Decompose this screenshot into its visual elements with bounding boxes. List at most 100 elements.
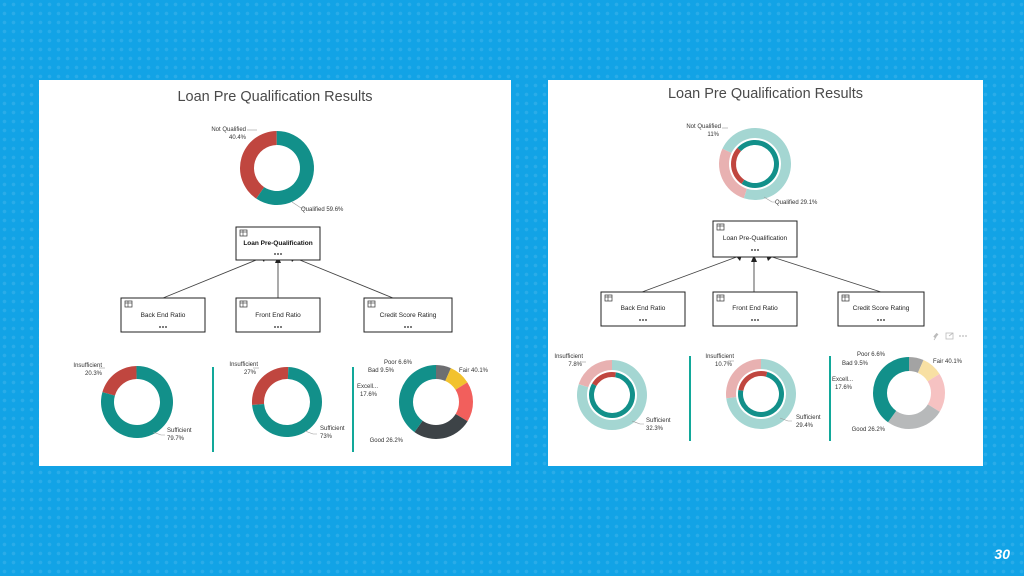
- tree-connector: [289, 255, 394, 299]
- slice-good[interactable]: [414, 413, 468, 440]
- excell-pct: 17.6%: [835, 385, 853, 391]
- more-options-icon[interactable]: [274, 253, 282, 255]
- insufficient-label: Insufficient: [229, 362, 258, 368]
- slice-qualified[interactable]: [256, 131, 314, 205]
- more-options-icon[interactable]: [159, 326, 167, 328]
- slice-insufficient[interactable]: [102, 366, 137, 396]
- tree-node-loan-pre-qualification[interactable]: Loan Pre-Qualification: [235, 226, 321, 261]
- more-options-icon[interactable]: [404, 326, 412, 328]
- table-icon: [239, 300, 248, 308]
- report-panel-left: Loan Pre Qualification Results Not Quali…: [39, 80, 511, 466]
- tree-node-back-end-ratio[interactable]: Back End Ratio: [120, 297, 206, 333]
- sufficient-label: Sufficient: [646, 418, 671, 424]
- slice-good[interactable]: [888, 404, 940, 429]
- table-icon: [124, 300, 133, 308]
- page-title: Loan Pre Qualification Results: [667, 86, 864, 102]
- slice-poor[interactable]: [909, 357, 924, 373]
- leader-line: [291, 201, 307, 209]
- highlight-ring-segment: [726, 359, 761, 399]
- more-options-icon[interactable]: [274, 326, 282, 328]
- tree-node-loan-pre-qualification[interactable]: Loan Pre-Qualification: [712, 220, 798, 258]
- more-options-icon[interactable]: [751, 319, 759, 321]
- node-label: Loan Pre-Qualification: [723, 235, 788, 242]
- back-end-ratio-donut[interactable]: [101, 366, 173, 438]
- poor-label: Poor 6.6%: [384, 360, 413, 366]
- front-end-ratio-donut[interactable]: [738, 371, 784, 418]
- slice-sufficient[interactable]: [101, 366, 173, 438]
- tree-connector: [162, 255, 267, 299]
- slice-not-qualified[interactable]: [731, 147, 745, 184]
- slice-bad[interactable]: [445, 368, 468, 390]
- back-end-ratio-donut[interactable]: [589, 372, 635, 418]
- sufficient-pct: 79.7%: [167, 436, 185, 442]
- pin-icon[interactable]: [933, 332, 939, 341]
- more-options-icon[interactable]: [877, 319, 885, 321]
- divider: [829, 356, 831, 441]
- slice-fair[interactable]: [873, 357, 909, 423]
- slice-excell[interactable]: [927, 373, 945, 412]
- sufficient-pct: 73%: [320, 434, 333, 440]
- tree-connector: [765, 254, 882, 293]
- focus-mode-icon[interactable]: [945, 332, 954, 340]
- sufficient-pct: 32.3%: [646, 426, 664, 432]
- insufficient-label: Insufficient: [73, 363, 102, 369]
- slice-qualified[interactable]: [737, 140, 779, 188]
- qualification-donut[interactable]: [731, 140, 779, 188]
- tree-node-front-end-ratio[interactable]: Front End Ratio: [712, 291, 798, 327]
- more-options-icon[interactable]: [751, 249, 759, 251]
- node-label: Credit Score Rating: [853, 305, 910, 312]
- tree-node-back-end-ratio[interactable]: Back End Ratio: [600, 291, 686, 327]
- front-end-ratio-donut[interactable]: [252, 367, 323, 437]
- slice-poor[interactable]: [436, 365, 451, 381]
- divider: [689, 356, 691, 441]
- node-label: Back End Ratio: [621, 305, 666, 312]
- insufficient-label: Insufficient: [705, 354, 734, 360]
- excell-pct: 17.6%: [360, 392, 378, 398]
- credit-score-rating-donut[interactable]: [399, 365, 473, 440]
- node-label: Loan Pre-Qualification: [243, 240, 312, 247]
- highlight-ring-segment: [719, 148, 747, 199]
- table-icon: [716, 223, 725, 231]
- slice-not-qualified[interactable]: [239, 131, 277, 199]
- insufficient-pct: 20.3%: [85, 371, 103, 377]
- slice-insufficient[interactable]: [738, 371, 768, 391]
- not-qualified-label: Not Qualified: [211, 127, 246, 133]
- arrow-head: [751, 255, 757, 262]
- bad-label: Bad 9.5%: [842, 361, 869, 367]
- node-label: Front End Ratio: [255, 312, 301, 319]
- back-end-ratio-donut-outer-ring: [577, 360, 647, 431]
- insufficient-pct: 27%: [244, 370, 257, 376]
- highlight-ring-segment: [722, 127, 791, 200]
- sufficient-label: Sufficient: [320, 426, 345, 432]
- more-options-icon[interactable]: [959, 335, 967, 337]
- slice-sufficient[interactable]: [252, 367, 323, 437]
- table-icon: [841, 294, 850, 302]
- divider: [352, 367, 354, 452]
- leader-line: [304, 430, 317, 435]
- tree-node-front-end-ratio[interactable]: Front End Ratio: [235, 297, 321, 333]
- report-panel-right: Loan Pre Qualification Results Not Quali…: [548, 80, 983, 466]
- fair-label: Fair 40.1%: [459, 368, 489, 374]
- not-qualified-pct: 11%: [707, 132, 719, 138]
- slice-excell[interactable]: [455, 382, 473, 422]
- qualification-donut[interactable]: [239, 131, 314, 205]
- more-options-icon[interactable]: [639, 319, 647, 321]
- slice-insufficient[interactable]: [592, 372, 617, 386]
- table-icon: [716, 294, 725, 302]
- qualified-label: Qualified 29.1%: [775, 200, 818, 206]
- poor-label: Poor 6.6%: [857, 352, 886, 358]
- tree-node-credit-score-rating[interactable]: Credit Score Rating: [837, 291, 925, 327]
- table-icon: [239, 229, 248, 237]
- slice-fair[interactable]: [399, 365, 436, 433]
- slice-insufficient[interactable]: [252, 367, 289, 406]
- slide-number: 30: [994, 546, 1010, 562]
- table-icon: [604, 294, 613, 302]
- sufficient-label: Sufficient: [796, 415, 821, 421]
- not-qualified-label: Not Qualified: [686, 124, 721, 130]
- insufficient-pct: 10.7%: [715, 362, 733, 368]
- slice-bad[interactable]: [917, 360, 940, 382]
- tree-node-credit-score-rating[interactable]: Credit Score Rating: [363, 297, 453, 333]
- leader-line: [152, 431, 165, 436]
- credit-score-rating-donut[interactable]: [873, 357, 945, 429]
- qualification-donut-outer-ring: [719, 127, 791, 200]
